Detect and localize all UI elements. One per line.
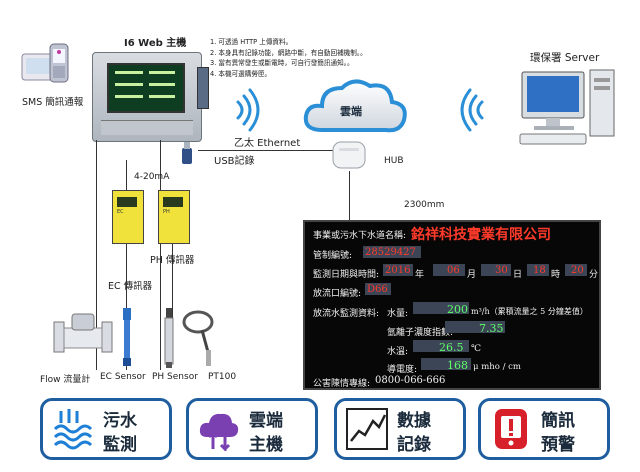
sms-phone-icon — [21, 43, 69, 83]
current-label: 4-20mA — [134, 172, 170, 182]
ph-sensor-label: PH Sensor — [152, 372, 198, 382]
feature-title-line2: 主機 — [249, 435, 283, 455]
water-unit: m³/h（累積流量之 5 分鐘差值） — [471, 307, 588, 316]
temp-unit: ℃ — [471, 344, 482, 354]
hub-label: HUB — [384, 156, 404, 166]
ec-sensor-label: EC Sensor — [100, 372, 146, 382]
conductivity-value: 168 — [447, 359, 468, 372]
usb-stick-icon — [182, 142, 192, 164]
feature-list-item: 1. 可透過 HTTP 上傳資料。 — [210, 38, 293, 46]
ec-sensor-icon — [123, 308, 131, 366]
date-year: 2016 — [385, 265, 411, 276]
conductivity-unit: μ mho / cm — [473, 362, 521, 372]
control-number: 28529427 — [365, 247, 416, 258]
server-computer-icon — [519, 69, 615, 145]
feature-data-logging: 數據 記錄 — [334, 398, 466, 460]
ph-transmitter-label: PH 傳訊器 — [150, 255, 195, 266]
time-hour-unit: 時 — [551, 270, 561, 280]
ethernet-label: 乙太 Ethernet — [234, 138, 301, 149]
date-month: 06 — [447, 265, 460, 276]
time-minute: 20 — [571, 265, 584, 276]
ph-transmitter-module: PH — [158, 190, 190, 244]
ec-transmitter-label: EC 傳訊器 — [108, 281, 153, 292]
feature-wastewater-monitoring: 污水 監測 — [40, 398, 172, 460]
temp-label: 水溫: — [387, 347, 409, 357]
feature-sms-alert: 簡訊 預警 — [478, 398, 610, 460]
feature-title-line1: 簡訊 — [541, 411, 575, 431]
water-value: 200 — [447, 303, 468, 316]
pt100-label: PT100 — [208, 372, 237, 382]
server-label: 環保署 Server — [530, 52, 600, 64]
sms-alert-icon — [495, 409, 527, 449]
cloud-upload-icon — [199, 413, 239, 451]
feature-cloud-host: 雲端 主機 — [186, 398, 318, 460]
ec-transmitter-module: EC — [112, 190, 144, 244]
feature-title-line1: 雲端 — [249, 411, 283, 431]
water-label: 水量: — [387, 309, 409, 319]
date-day-unit: 日 — [513, 270, 523, 280]
flow-meter-label: Flow 流量計 — [40, 375, 91, 385]
wifi-right-icon — [460, 88, 484, 132]
datetime-label: 監測日期與時間: — [313, 270, 380, 280]
feature-list-item: 3. 當有異常發生或斷電時，可自行發簡訊通知。。 — [210, 59, 354, 67]
feature-title-line2: 預警 — [541, 435, 575, 455]
feature-list-item: 2. 本身具有記錄功能，網路中斷，有自動回補機制。。 — [210, 48, 367, 57]
cloud-icon — [303, 79, 407, 133]
feature-title-line1: 污水 — [103, 411, 137, 431]
i6-web-device — [92, 52, 209, 142]
date-month-unit: 月 — [467, 270, 477, 280]
cloud-label: 雲端 — [340, 105, 362, 118]
ph-label: 氫離子濃度指數: — [387, 328, 454, 338]
time-hour: 18 — [533, 265, 546, 276]
conductivity-label: 導電度: — [387, 365, 418, 375]
hub-icon — [332, 141, 366, 169]
temp-value: 26.5 — [439, 341, 464, 354]
hotline-label: 公害陳情專線: — [313, 379, 371, 389]
time-minute-unit: 分 — [589, 270, 599, 280]
device-title: I6 Web 主機 — [124, 38, 187, 49]
control-label: 管制編號: — [313, 251, 353, 261]
feature-list-item: 4. 本機可選購勞匣。 — [210, 69, 272, 78]
flow-meter-icon — [53, 313, 113, 353]
outlet-number: D66 — [367, 284, 388, 295]
date-year-unit: 年 — [415, 270, 425, 280]
pt100-sensor-icon — [182, 310, 214, 366]
company-name: 銘祥科技實業有限公司 — [411, 227, 551, 243]
ph-value: 7.35 — [479, 322, 504, 335]
wifi-left-icon — [236, 88, 260, 132]
monitor-label: 放流水監測資料: — [313, 309, 380, 319]
distance-label: 2300mm — [404, 200, 445, 210]
feature-list: 1. 可透過 HTTP 上傳資料。 2. 本身具有記錄功能，網路中斷，有自動回補… — [210, 37, 367, 79]
company-label: 事業或污水下水道名稱: — [313, 231, 407, 241]
hotline-number: 0800-066-666 — [375, 375, 446, 386]
device-screen — [107, 63, 185, 113]
feature-title-line2: 監測 — [103, 435, 137, 455]
feature-title-line2: 記錄 — [397, 435, 431, 455]
usb-label: USB記錄 — [214, 156, 255, 167]
date-day: 30 — [495, 265, 508, 276]
outlet-label: 放流口編號: — [313, 289, 362, 299]
ph-sensor-icon — [164, 308, 174, 368]
wastewater-icon — [53, 409, 93, 450]
sms-label: SMS 簡訊通報 — [22, 97, 84, 108]
feature-title-line1: 數據 — [397, 411, 431, 431]
led-display-panel: 事業或污水下水道名稱: 銘祥科技實業有限公司 管制編號: 28529427 監測… — [303, 220, 601, 390]
line-chart-icon — [346, 408, 388, 450]
